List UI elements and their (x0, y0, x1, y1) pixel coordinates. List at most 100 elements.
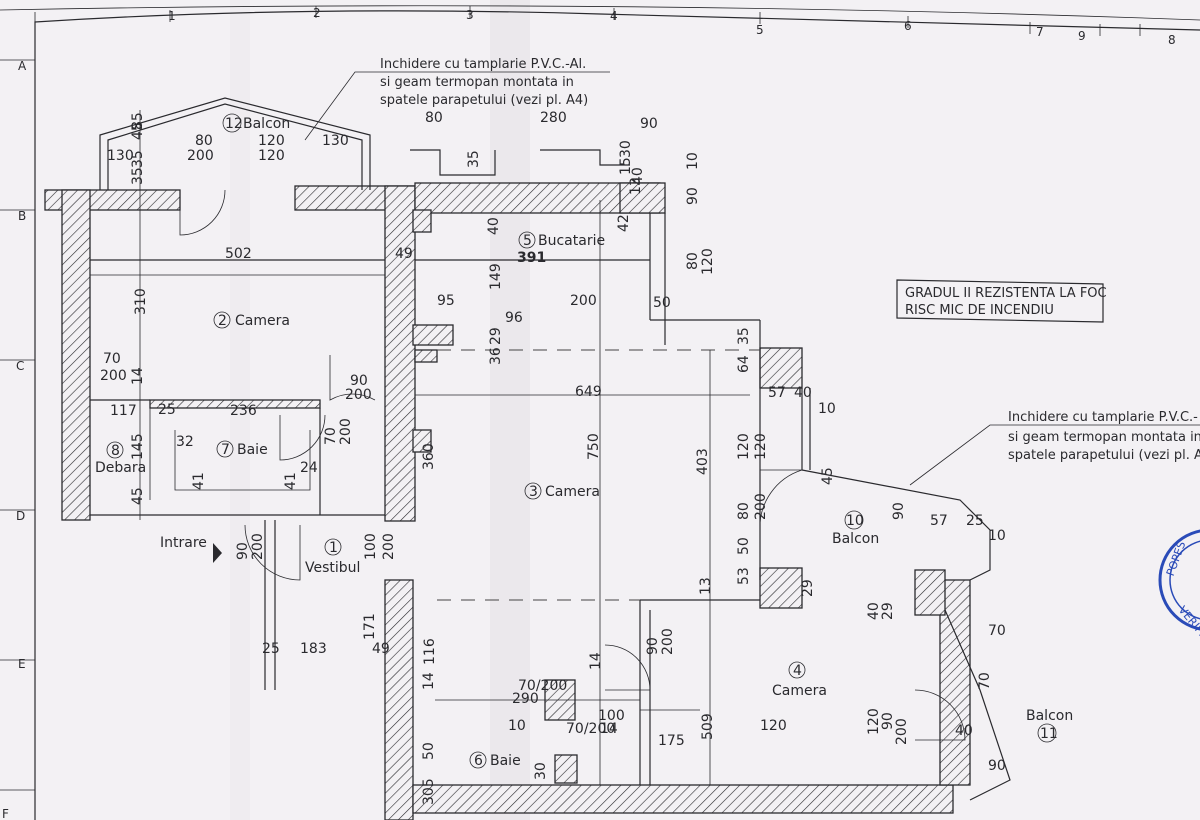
dimension-label: 90 (891, 502, 907, 520)
drawing-frame: 1 2 3 4 5 6 7 9 8 A B C D E F (0, 5, 1200, 820)
svg-text:3: 3 (529, 484, 538, 500)
dimension-label: 509 (700, 713, 716, 740)
dimension-label: 305 (421, 778, 437, 805)
svg-text:Baie: Baie (490, 753, 521, 769)
dimension-label: 25 (158, 402, 176, 418)
svg-text:Inchidere cu tamplarie P.V.C.-: Inchidere cu tamplarie P.V.C.-Al. (380, 57, 586, 72)
dimension-label: 10 (685, 152, 701, 170)
dimension-label: 29 (488, 327, 504, 345)
dimension-label: 25 (262, 641, 280, 657)
dimension-label: 15 (618, 157, 634, 175)
svg-text:Bucatarie: Bucatarie (538, 233, 605, 249)
svg-text:Vestibul: Vestibul (305, 560, 360, 576)
dimension-label: 120 (258, 148, 285, 164)
dimension-label: 14 (600, 721, 618, 737)
svg-text:GRADUL II REZISTENTA LA FOC: GRADUL II REZISTENTA LA FOC (905, 286, 1107, 301)
dimension-label: 80 (425, 110, 443, 126)
note-closure-right: Inchidere cu tamplarie P.V.C.- si geam t… (1008, 410, 1200, 463)
dimension-label: 120 (700, 248, 716, 275)
walls (44, 182, 971, 820)
dimension-label: 29 (880, 602, 896, 620)
grid-row-label: A (18, 59, 27, 73)
dimension-label: 57 (768, 385, 786, 401)
dimension-label: 13 (628, 177, 644, 195)
dimension-label: 57 (930, 513, 948, 529)
paper-fold (230, 0, 250, 820)
dimension-label: 120 (258, 133, 285, 149)
dimension-label: 183 (300, 641, 327, 657)
dimension-label: 49 (395, 246, 413, 262)
dimension-label: 200 (894, 718, 910, 745)
dimension-label: 14 (588, 652, 604, 670)
dimension-label: 53 (736, 567, 752, 585)
grid-col-label: 7 (1036, 25, 1044, 39)
svg-text:Inchidere cu tamplarie P.V.C.-: Inchidere cu tamplarie P.V.C.- (1008, 410, 1198, 425)
dimension-label: 149 (488, 263, 504, 290)
dimension-label: 90 (350, 373, 368, 389)
dimension-label: 30 (533, 762, 549, 780)
svg-text:10: 10 (846, 513, 864, 529)
dimension-label: 90 (235, 542, 251, 560)
svg-text:Camera: Camera (235, 313, 290, 329)
grid-row-label: B (18, 209, 26, 223)
dimension-label: 200 (345, 387, 372, 403)
grid-row-label: F (2, 807, 9, 820)
dimension-label: 40 (955, 723, 973, 739)
dimension-label: 95 (437, 293, 455, 309)
svg-text:8: 8 (111, 443, 120, 459)
dimension-label: 41 (283, 472, 299, 490)
dimension-label: 40 (866, 602, 882, 620)
svg-text:RISC MIC DE INCENDIU: RISC MIC DE INCENDIU (905, 303, 1054, 318)
dimension-label: 200 (660, 628, 676, 655)
svg-text:5: 5 (523, 233, 532, 249)
dimension-label: 50 (421, 742, 437, 760)
svg-text:Camera: Camera (772, 683, 827, 699)
svg-text:1: 1 (329, 540, 338, 556)
paper-fold (490, 0, 530, 820)
dimension-label: 90 (640, 116, 658, 132)
svg-text:spatele parapetului (vezi pl.: spatele parapetului (vezi pl. A4) (380, 93, 588, 108)
dimension-label: 70/200 (518, 678, 567, 694)
dimension-label: 120 (760, 718, 787, 734)
dimension-label: 200 (753, 493, 769, 520)
dimension-label: 50 (653, 295, 671, 311)
dimension-label: 90 (988, 758, 1006, 774)
dimension-label: 171 (362, 613, 378, 640)
svg-text:spatele parapetului (vezi pl.: spatele parapetului (vezi pl. A4 (1008, 448, 1200, 463)
dimension-label: 90 (880, 712, 896, 730)
dimension-label: 80 (736, 502, 752, 520)
dimension-label: 35 (130, 167, 146, 185)
dimension-label: 145 (130, 433, 146, 460)
dimension-label: 90 (685, 187, 701, 205)
dimension-label: 85 (130, 112, 146, 130)
grid-row-label: C (16, 359, 24, 373)
dimension-label: 310 (133, 288, 149, 315)
svg-text:Balcon: Balcon (243, 116, 290, 132)
dimension-label: 96 (505, 310, 523, 326)
entrance-label: Intrare (160, 535, 207, 551)
dimension-label: 10 (508, 718, 526, 734)
dimension-label: 120 (866, 708, 882, 735)
stamp: POPES VERIFI (1158, 529, 1200, 639)
dimension-label: 45 (130, 487, 146, 505)
grid-row-label: E (18, 657, 26, 671)
dimension-lines (90, 110, 750, 785)
dimension-label: 236 (230, 403, 257, 419)
dimension-label: 13 (698, 577, 714, 595)
dimension-label: 40 (794, 385, 812, 401)
dimension-label: 70/200 (566, 721, 615, 737)
leader-line (304, 71, 610, 141)
leader-line (909, 424, 1200, 486)
svg-text:si geam termopan montata in: si geam termopan montata in (1008, 430, 1200, 445)
dimension-label: 130 (322, 133, 349, 149)
dimension-label: 120 (753, 433, 769, 460)
dimension-label: 130 (107, 148, 134, 164)
kitchen-width-dimension: 391 (517, 250, 546, 266)
dimension-label: 200 (100, 368, 127, 384)
dimension-label: 36 (488, 347, 504, 365)
interior-lines (90, 97, 1011, 801)
